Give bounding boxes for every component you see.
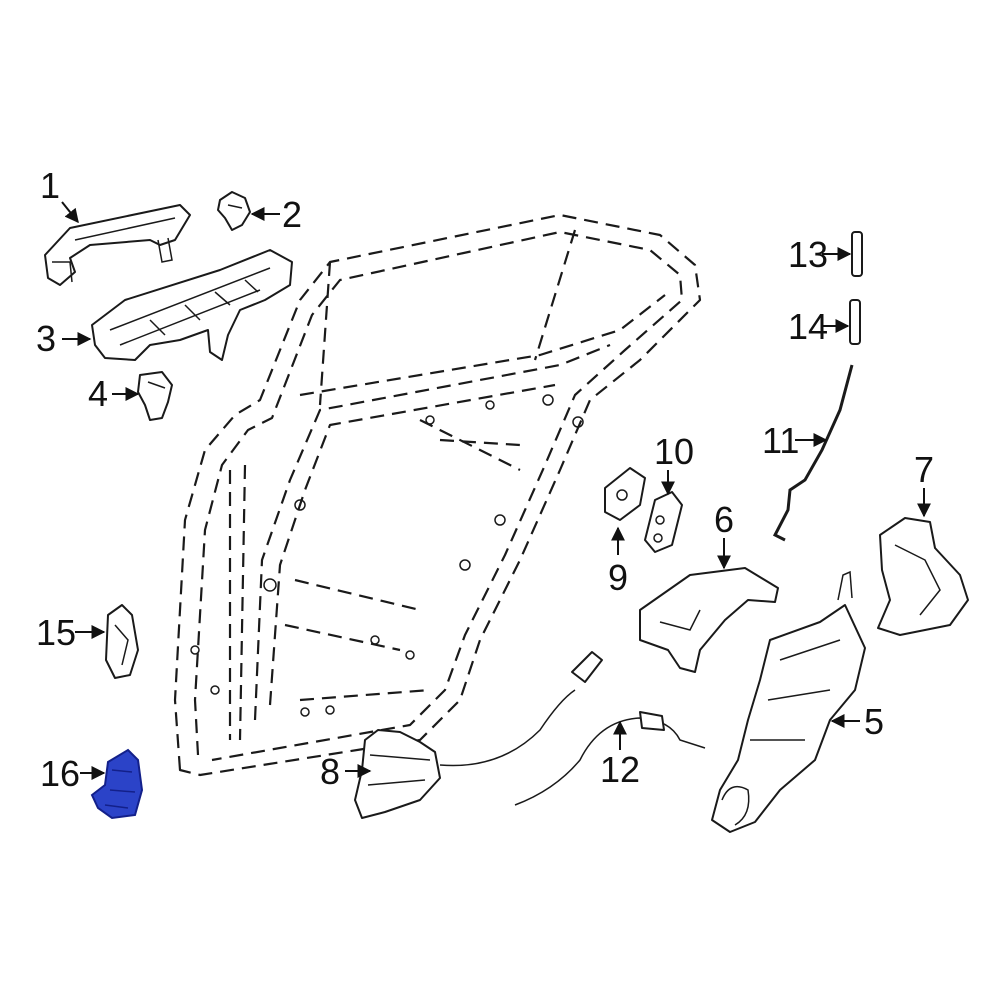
- callout-5: 5: [864, 701, 884, 742]
- callout-16: 16: [40, 753, 80, 794]
- callout-2: 2: [282, 194, 302, 235]
- callout-labels: 1 2 3 4 5 6 7 8 9 10 11 12 13 14 15 16: [36, 165, 934, 794]
- part-7-cover[interactable]: [877, 517, 969, 636]
- part-9-plate[interactable]: [604, 467, 646, 521]
- part-11-rod[interactable]: [772, 364, 854, 542]
- callout-8: 8: [320, 751, 340, 792]
- leader-1: [61, 201, 79, 224]
- callout-3: 3: [36, 318, 56, 359]
- callout-4: 4: [88, 373, 108, 414]
- part-16-highlighted[interactable]: [90, 748, 144, 820]
- part-5-latch[interactable]: [711, 570, 866, 833]
- leader-lines: [61, 201, 931, 780]
- part-14-pin[interactable]: [849, 299, 861, 345]
- callout-1: 1: [40, 165, 60, 206]
- door-frame-outline: [173, 213, 702, 777]
- callout-9: 9: [608, 557, 628, 598]
- callout-7: 7: [914, 449, 934, 490]
- part-1-outside-handle[interactable]: [44, 204, 191, 286]
- part-15-housing[interactable]: [105, 604, 139, 679]
- callout-6: 6: [714, 499, 734, 540]
- callout-10: 10: [654, 431, 694, 472]
- callout-12: 12: [600, 749, 640, 790]
- part-4-bracket[interactable]: [137, 371, 173, 421]
- part-2-clip[interactable]: [217, 191, 251, 231]
- part-13-pin[interactable]: [851, 231, 863, 277]
- part-10-plate[interactable]: [644, 491, 683, 553]
- callout-11: 11: [762, 420, 799, 461]
- part-8-actuator[interactable]: [354, 651, 603, 819]
- callout-13: 13: [788, 234, 828, 275]
- part-3-handle-carrier[interactable]: [91, 249, 293, 361]
- callout-15: 15: [36, 612, 76, 653]
- part-12-cable[interactable]: [514, 711, 706, 806]
- callout-14: 14: [788, 306, 828, 347]
- part-6-bracket[interactable]: [639, 567, 779, 673]
